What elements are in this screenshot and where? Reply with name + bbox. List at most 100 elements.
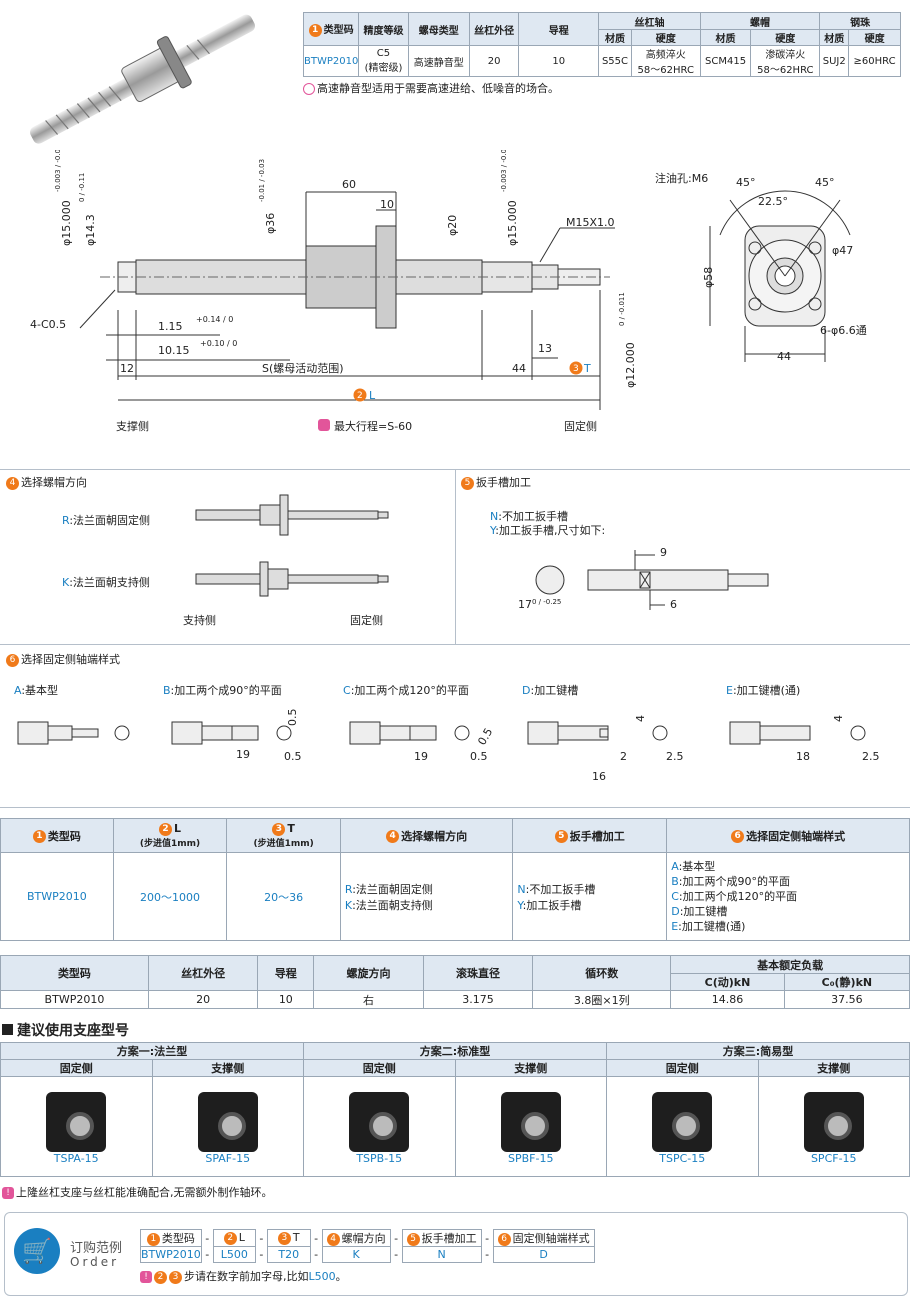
side-header: 固定侧 <box>606 1059 759 1077</box>
dim-13: 13 <box>538 342 552 355</box>
dim-19: 19 <box>236 748 250 761</box>
order-value: D <box>492 1246 595 1263</box>
wrench-slot-diagram: 9 6 17 0 / -0.25 <box>518 546 769 611</box>
dim-44: 44 <box>777 350 791 363</box>
support-model[interactable]: TSPC-15 <box>606 1076 759 1177</box>
dim-19: 19 <box>414 750 428 763</box>
dim-9: 9 <box>660 546 667 559</box>
spec-cell: 20 <box>468 45 520 77</box>
dim-05: 0.5 <box>470 750 488 763</box>
section-5-frame <box>455 470 910 645</box>
support-image <box>500 1092 561 1152</box>
dim-60: 60 <box>342 178 356 191</box>
spec-cell: BTWP2010 <box>302 45 360 77</box>
order-frame <box>4 1212 908 1296</box>
support-model[interactable]: SPCF-15 <box>757 1076 910 1177</box>
dim-phi143: φ14.3 <box>84 214 97 246</box>
dim-oil-hole: 注油孔:M6 <box>655 171 708 185</box>
dim-25: 2.5 <box>862 750 880 763</box>
dim-25: 2.5 <box>666 750 684 763</box>
order-title-cn: 订购范例 <box>70 1241 123 1256</box>
dim-05: 0.5 <box>475 726 495 748</box>
par-sub: C(动)kN <box>670 973 785 991</box>
dim-tol: 0 / -0.011 <box>618 292 626 326</box>
note-icon <box>303 83 315 95</box>
ballscrew-product-image <box>30 14 256 144</box>
par-cell: BTWP2010 <box>0 990 149 1009</box>
spec-cell: S55C <box>598 45 632 77</box>
order-value: N <box>401 1246 482 1263</box>
support-image <box>197 1092 258 1152</box>
spec-header-precision: 精度等级 <box>358 12 409 46</box>
spec-cell: SCM415 <box>699 45 752 77</box>
label-max-stroke: 最大行程=S-60 <box>334 419 412 433</box>
support-model[interactable]: SPAF-15 <box>151 1076 304 1177</box>
par-header: 滚珠直径 <box>422 955 534 991</box>
par-sub: C₀(静)kN <box>783 973 910 991</box>
support-image <box>46 1092 107 1152</box>
plan-header: 方案二:标准型 <box>303 1042 607 1060</box>
dim-tol: 0 / -0.25 <box>532 598 561 606</box>
support-image <box>349 1092 410 1152</box>
label-fixed-side: 固定侧 <box>564 419 597 433</box>
dim-44: 44 <box>512 362 526 375</box>
dim-1015: 10.15 <box>158 344 190 357</box>
dim-angle: 22.5° <box>758 195 788 208</box>
dim-m15: M15X1.0 <box>566 216 615 229</box>
end-type-a: A:基本型 <box>14 684 59 697</box>
side-header: 固定侧 <box>303 1059 456 1077</box>
dim-tol: 0 / -0.11 <box>78 173 86 202</box>
dim-4: 4 <box>832 715 845 722</box>
par-header: 基本额定负载 <box>670 955 910 974</box>
support-model[interactable]: TSPA-15 <box>0 1076 153 1177</box>
par-cell: 3.175 <box>422 990 534 1009</box>
dim-18: 18 <box>796 750 810 763</box>
dim-12: 12 <box>120 362 134 375</box>
dim-chamfer: 4-C0.5 <box>30 318 66 331</box>
spec-cell: 高频淬火 58～62HRC <box>630 45 701 77</box>
par-header: 螺旋方向 <box>313 955 424 991</box>
spec-sub-material: 材质 <box>819 29 850 46</box>
dim-6: 6 <box>670 598 677 611</box>
spec-cell: SUJ2 <box>819 45 850 77</box>
label-support: 支持侧 <box>183 614 216 627</box>
order-value: K <box>321 1246 391 1263</box>
dim-4: 4 <box>634 715 647 722</box>
dim-10: 10 <box>380 198 394 211</box>
spec-cell: 渗碳淬火 58～62HRC <box>750 45 821 77</box>
support-model[interactable]: TSPB-15 <box>303 1076 456 1177</box>
ballscrew-drawing: 注油孔:M6 45° 45° 22.5° φ47 φ58 6-φ6.6通 44 … <box>30 150 867 433</box>
dim-phi47: φ47 <box>832 244 853 257</box>
support-table: 方案一:法兰型 方案二:标准型 方案三:简易型 固定侧 支撑侧 固定侧 支撑侧 … <box>0 1042 910 1177</box>
dim-05: 0.5 <box>284 750 302 763</box>
dim-tol: -0.003 / -0.018 <box>54 150 62 192</box>
par-cell: 14.86 <box>670 990 785 1009</box>
section-6-frame <box>0 645 910 808</box>
dim-2: 2 <box>620 750 627 763</box>
sel-dir: R:法兰面朝固定侧 K:法兰面朝支持侧 <box>339 852 514 941</box>
plan-header: 方案一:法兰型 <box>0 1042 304 1060</box>
par-header: 导程 <box>257 955 315 991</box>
spec-cell: ≥60HRC <box>848 45 901 77</box>
plan-header: 方案三:简易型 <box>606 1042 910 1060</box>
spec-sub-hardness: 硬度 <box>630 29 701 46</box>
dim-phi15b: φ15.000 <box>506 200 519 246</box>
support-image <box>652 1092 713 1152</box>
support-model[interactable]: SPBF-15 <box>454 1076 607 1177</box>
support-title: 建议使用支座型号 <box>2 1020 129 1040</box>
spec-sub-hardness: 硬度 <box>750 29 821 46</box>
par-cell: 20 <box>147 990 259 1009</box>
end-type-b: B:加工两个成90°的平面 <box>163 684 282 697</box>
